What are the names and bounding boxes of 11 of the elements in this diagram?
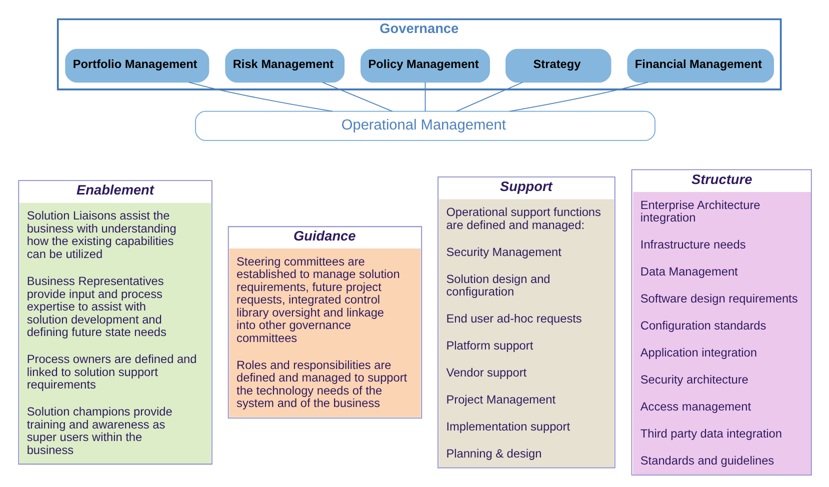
node-box: Operational Management xyxy=(194,110,655,141)
node-box: Strategy xyxy=(504,48,611,83)
connector xyxy=(424,82,426,112)
node-box: Risk Management xyxy=(224,48,344,83)
connector xyxy=(456,82,523,112)
node-box: Portfolio Management xyxy=(64,48,209,83)
node-box: Financial Management xyxy=(626,48,774,83)
connector xyxy=(188,82,332,112)
node-box: Policy Management xyxy=(360,48,490,83)
connector xyxy=(322,82,392,112)
connector xyxy=(508,82,648,112)
